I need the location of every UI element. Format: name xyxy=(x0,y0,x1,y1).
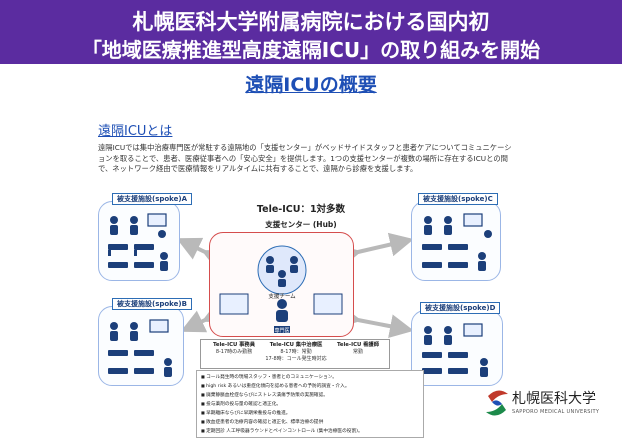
spoke-c-icons xyxy=(422,213,492,271)
list-item: コール発生時の現場スタッフ・患者とのコミュニケーション。 xyxy=(201,373,419,382)
arrow-hub-spoke-b xyxy=(180,300,229,333)
spoke-b-label: 被支援施設(spoke)B xyxy=(112,298,192,310)
page-subtitle: 遠隔ICUの概要 xyxy=(245,74,377,96)
list-item: high risk あるいは重症化傾向を認める患者への予防的調査・介入。 xyxy=(201,382,419,391)
staff-clerk-title: Tele-ICU 事務員 xyxy=(212,342,255,348)
staff-clerk: Tele-ICU 事務員 8-17時のみ勤務 xyxy=(203,342,265,356)
spoke-d-label: 被支援施設(spoke)D xyxy=(420,302,501,314)
staff-doctor-value1: 8-17時：常勤 xyxy=(280,349,312,355)
header-title-line2: 「地域医療推進型高度遠隔ICU」の取り組みを開始 xyxy=(81,38,541,62)
staff-doctor-value2: 17-8時：コール発生時対応 xyxy=(265,355,327,362)
logo-name-ja: 札幌医科大学 xyxy=(512,391,596,407)
list-item: 投与薬剤の投与量の確認と適正化。 xyxy=(201,400,419,409)
list-item: 廃棄静脈血栓症ならびにストレス潰瘍予防策の実施確認。 xyxy=(201,391,419,400)
arrow-hub-spoke-c xyxy=(335,232,414,269)
staff-doctor: Tele-ICU 集中治療医 8-17時：常勤 17-8時：コール発生時対応 xyxy=(265,342,327,362)
staff-table: Tele-ICU 事務員 8-17時のみ勤務 Tele-ICU 集中治療医 8-… xyxy=(200,339,390,369)
university-logo: 札幌医科大学 SAPPORO MEDICAL UNIVERSITY xyxy=(482,384,612,424)
arrow-hub-spoke-d xyxy=(336,304,414,339)
logo-name-en: SAPPORO MEDICAL UNIVERSITY xyxy=(512,409,600,415)
spoke-a-label: 被支援施設(spoke)A xyxy=(112,193,193,205)
spoke-d-icons xyxy=(422,323,488,377)
hub-specialist-label: 専門医 xyxy=(274,327,289,334)
hub-title: Tele-ICU：1対多数 xyxy=(256,204,346,215)
university-logo-icon xyxy=(486,390,508,416)
spoke-a-icons xyxy=(108,213,168,271)
list-item: 早期離床ならびに早期栄養投与の推進。 xyxy=(201,409,419,418)
description-text: 遠隔ICUでは集中治療専門医が常駐する遠隔地の「支援センター」がベッドサイドスタ… xyxy=(98,143,512,173)
header-title-line1: 札幌医科大学附属病院における国内初 xyxy=(132,10,490,34)
header-banner: 札幌医科大学附属病院における国内初 「地域医療推進型高度遠隔ICU」の取り組みを… xyxy=(0,0,622,64)
staff-nurse: Tele-ICU 看護師 常勤 xyxy=(327,342,389,356)
arrow-hub-spoke-a xyxy=(176,237,229,272)
hub-subtitle: 支援センター (Hub) xyxy=(265,220,337,229)
staff-doctor-title: Tele-ICU 集中治療医 xyxy=(269,342,323,348)
list-item: 定期回診 人工呼吸器ラウンドとペインコントロール (集中治療医の役割)。 xyxy=(201,427,419,436)
spoke-c-label: 被支援施設(spoke)C xyxy=(418,193,498,205)
staff-clerk-value: 8-17時のみ勤務 xyxy=(215,349,253,355)
spoke-b-icons xyxy=(108,319,172,377)
hub-team-label: 支援チーム xyxy=(268,292,296,300)
staff-nurse-value: 常勤 xyxy=(352,349,363,355)
section-title: 遠隔ICUとは xyxy=(98,124,173,139)
list-item: 敗血症患者の治療内容の確認と適正化、標準治療の提供 xyxy=(201,418,419,427)
staff-nurse-title: Tele-ICU 看護師 xyxy=(336,342,379,348)
duties-list: コール発生時の現場スタッフ・患者とのコミュニケーション。 high risk あ… xyxy=(196,370,424,438)
hub-illustration: 支援チーム 専門医 xyxy=(219,245,343,334)
